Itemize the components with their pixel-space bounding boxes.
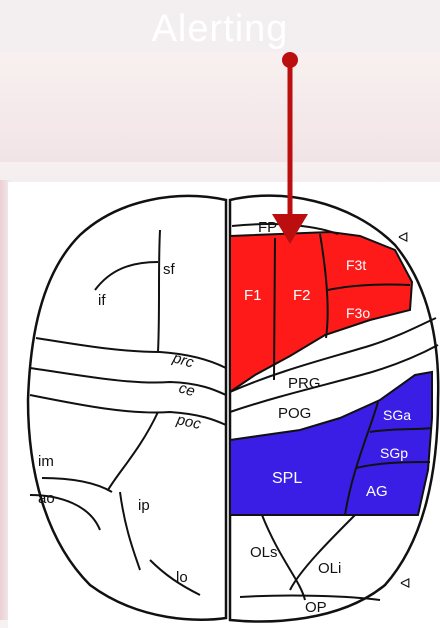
label-f1: F1 — [244, 287, 262, 304]
label-f3t: F3t — [346, 257, 366, 273]
label-lo: lo — [176, 569, 188, 586]
label-spl: SPL — [272, 470, 302, 487]
label-ao: ao — [38, 490, 55, 507]
label-prg: PRG — [288, 375, 321, 392]
label-if: if — [98, 292, 106, 309]
f1-f2-border — [274, 238, 275, 380]
label-sga: SGa — [383, 407, 411, 423]
label-pog: POG — [278, 405, 311, 422]
label-ag: AG — [366, 483, 388, 500]
label-f2: F2 — [293, 287, 311, 304]
label-op: OP — [305, 599, 327, 616]
label-sf: sf — [163, 261, 176, 278]
label-fp: FP — [258, 219, 277, 236]
label-im: im — [38, 453, 54, 470]
edge-mark: ᐊ — [400, 575, 411, 591]
label-f3o: F3o — [346, 305, 370, 321]
label-oli: OLi — [318, 560, 341, 577]
label-sgp: SGp — [380, 445, 408, 461]
label-ip: ip — [138, 497, 150, 514]
edge-mark: ᐊ — [398, 229, 409, 245]
label-ols: OLs — [250, 544, 278, 561]
